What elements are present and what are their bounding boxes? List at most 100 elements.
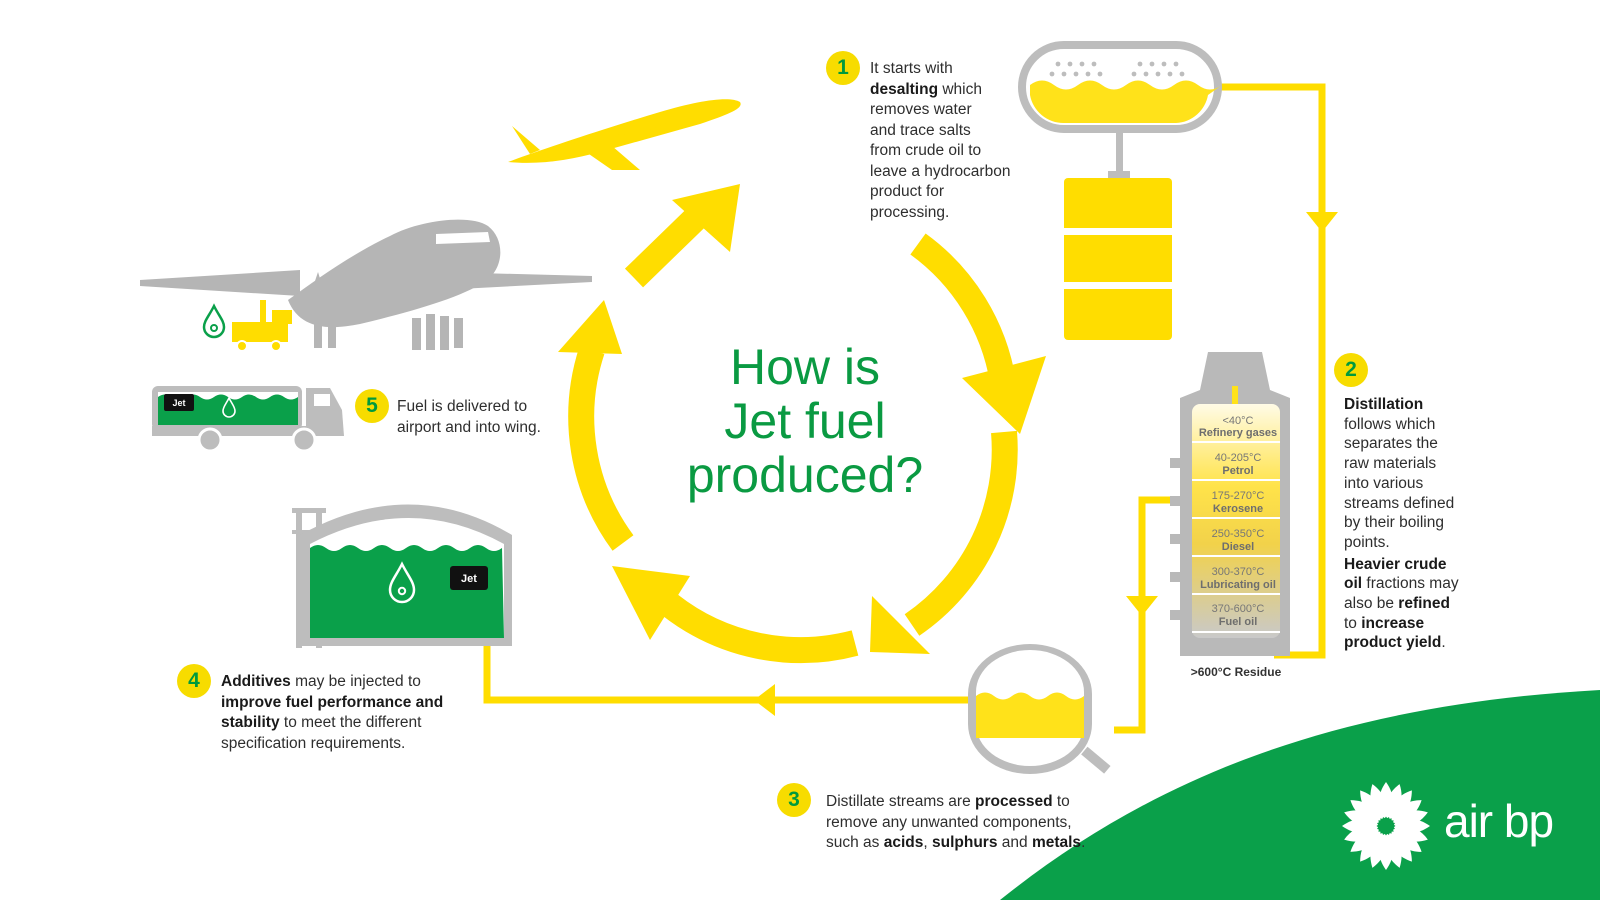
brand-sweep xyxy=(1000,690,1600,900)
airplane-icon xyxy=(508,99,741,170)
fraction-1-temp: <40°C xyxy=(1222,415,1253,427)
cycle-arc-top-right xyxy=(910,233,1016,385)
step-text: remove any unwanted components, xyxy=(826,813,1072,831)
step-text: raw materials xyxy=(1344,455,1437,473)
step-text-bold: improve fuel performance and xyxy=(221,693,444,711)
step-text: Distillate streams are xyxy=(826,793,976,810)
step-text: may be injected to xyxy=(290,673,421,690)
jet-tag-tank-text: Jet xyxy=(461,573,477,585)
pipe-vessel-to-tank xyxy=(483,642,968,704)
step-text: which xyxy=(938,80,982,98)
step-text: to xyxy=(1052,793,1070,810)
fraction-3-name: Kerosene xyxy=(1213,503,1263,515)
step-text: streams defined xyxy=(1344,494,1455,512)
desalter-icon xyxy=(1018,41,1222,179)
fuel-truck-icon: Jet xyxy=(152,386,344,453)
arrowhead-right xyxy=(962,356,1046,434)
pipe-arrowheads xyxy=(754,212,1338,716)
cycle-arc-bottom-right xyxy=(904,430,1018,636)
brand-name: air bp xyxy=(1444,795,1554,847)
helios-logo-icon xyxy=(1342,782,1430,870)
storage-tank-icon: Jet xyxy=(292,504,512,648)
arrowhead-up-right xyxy=(672,184,740,252)
step-text: to xyxy=(1344,614,1362,632)
step-text-bold: metals xyxy=(1031,834,1082,851)
jet-tag-truck-text: Jet xyxy=(172,398,185,408)
processing-vessel-icon xyxy=(968,644,1111,774)
step-text-bold: oil xyxy=(1344,575,1363,593)
fraction-5-temp: 300-370°C xyxy=(1212,566,1265,578)
step-text: into various xyxy=(1344,474,1424,492)
step-4-text: Additives may be injected to improve fuel… xyxy=(221,672,491,754)
step-text: removes water xyxy=(870,101,972,118)
refuelling-vehicle-icon xyxy=(202,300,292,352)
step-4-badge: 4 xyxy=(177,664,211,698)
step-text-bold: stability xyxy=(221,714,280,731)
step-1-text: It starts with desalting which removes wat… xyxy=(870,59,1040,223)
step-text: product for xyxy=(870,183,945,200)
step-text: It starts with xyxy=(870,60,953,77)
step-text: processing. xyxy=(870,203,950,221)
cycle-line-up xyxy=(624,202,712,288)
jet-tag-tank xyxy=(450,566,488,590)
cycle-arrowheads xyxy=(558,184,1046,654)
step-text-bold: refined xyxy=(1398,595,1450,613)
step-text: . xyxy=(1441,634,1446,652)
step-text: to meet the different xyxy=(279,714,422,731)
step-text: . xyxy=(1081,834,1086,851)
step-text: specification requirements. xyxy=(221,734,406,752)
residue-label: >600°C Residue xyxy=(1191,665,1282,679)
step-text: separates the xyxy=(1344,435,1438,453)
fraction-4-name: Diesel xyxy=(1222,541,1254,553)
step-text: follows which xyxy=(1344,415,1436,433)
pipe-desalter-to-column xyxy=(1216,83,1326,659)
step-3-text: Distillate streams are processed to remov… xyxy=(826,792,1126,854)
page-title: How is Jet fuel produced? xyxy=(686,339,924,503)
step-text: points. xyxy=(1344,533,1390,551)
fraction-2-temp: 40-205°C xyxy=(1215,452,1262,464)
step-text: Fuel is delivered to xyxy=(397,398,528,415)
step-text-bold: Additives xyxy=(221,673,291,690)
step-5-badge: 5 xyxy=(355,389,389,423)
step-text-bold: processed xyxy=(975,793,1053,810)
step-2-text: Distillation follows which separates the ra… xyxy=(1344,395,1504,653)
distillation-column-icon: <40°C Refinery gases 40-205°C Petrol 175… xyxy=(1170,352,1290,679)
arrowhead-up-left xyxy=(558,300,622,354)
step-text-bold: sulphurs xyxy=(932,834,998,851)
step-text-bold: acids xyxy=(883,834,924,851)
arrowhead-left xyxy=(612,566,690,640)
fraction-6-temp: 370-600°C xyxy=(1212,603,1265,615)
fraction-2-name: Petrol xyxy=(1222,465,1253,477)
step-2-badge: 2 xyxy=(1334,353,1368,387)
step-1-badge: 1 xyxy=(826,51,860,85)
fraction-1-name: Refinery gases xyxy=(1199,427,1277,439)
step-text: from crude oil to xyxy=(870,142,982,159)
step-3-badge: 3 xyxy=(777,783,811,817)
step-text: such as xyxy=(826,834,884,851)
fraction-5-name: Lubricating oil xyxy=(1200,579,1276,591)
step-text: by their boiling xyxy=(1344,514,1444,532)
step-text: leave a hydrocarbon xyxy=(870,162,1011,180)
cycle-arc-left xyxy=(568,345,634,551)
step-text: airport and into wing. xyxy=(397,418,541,436)
fuel-drop-icon xyxy=(388,561,416,604)
step-text-bold: desalting xyxy=(870,80,939,98)
fraction-3-temp: 175-270°C xyxy=(1212,490,1265,502)
step-text-bold: Heavier crude xyxy=(1344,555,1447,573)
step-text: and trace salts xyxy=(870,121,971,139)
step-text: , xyxy=(923,834,932,851)
step-text: also be xyxy=(1344,595,1399,613)
step-text-bold: Distillation xyxy=(1344,396,1424,413)
step-text-bold: increase xyxy=(1361,614,1425,632)
arrowhead-bottom xyxy=(870,596,930,654)
cycle-arrows xyxy=(568,202,1018,664)
step-5-text: Fuel is delivered to airport and into win… xyxy=(397,397,587,438)
oil-barrel-icon xyxy=(1060,178,1176,340)
fraction-6-name: Fuel oil xyxy=(1219,616,1258,628)
step-text: fractions may xyxy=(1362,575,1459,593)
cycle-arc-bottom-left xyxy=(661,594,859,664)
fraction-4-temp: 250-350°C xyxy=(1212,528,1265,540)
step-text-bold: product yield xyxy=(1344,634,1442,652)
step-text: and xyxy=(997,834,1032,851)
